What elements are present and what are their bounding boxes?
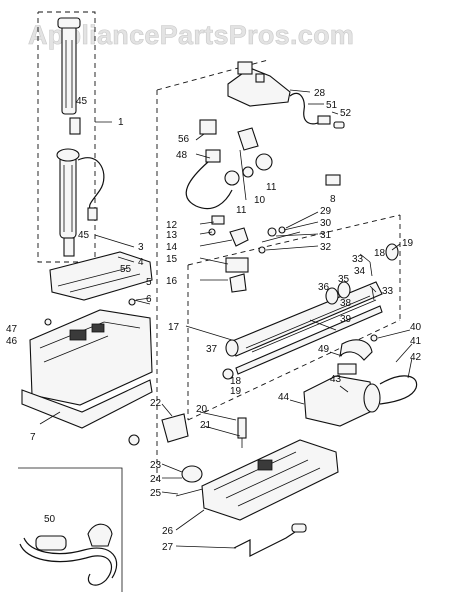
callout-24: 24 xyxy=(150,474,162,485)
leader-lines xyxy=(39,89,413,549)
callout-38: 38 xyxy=(340,298,352,309)
callout-14: 14 xyxy=(166,242,178,253)
callout-29: 29 xyxy=(320,206,332,217)
part-hose xyxy=(19,523,118,586)
callout-49: 49 xyxy=(318,344,330,355)
callout-39: 39 xyxy=(340,314,352,325)
callout-12: 12 xyxy=(166,220,178,231)
callout-19-top: 19 xyxy=(402,238,414,249)
callout-labels: 1 3 4 5 6 7 8 10 11 11 12 13 14 15 16 17… xyxy=(6,88,422,553)
callout-18-top: 18 xyxy=(374,248,386,259)
part-hood-top xyxy=(49,251,153,301)
callout-48: 48 xyxy=(176,150,188,161)
callout-40: 40 xyxy=(410,322,422,333)
callout-50: 50 xyxy=(44,514,56,525)
callout-8: 8 xyxy=(330,194,336,205)
callout-32: 32 xyxy=(320,242,332,253)
callout-3: 3 xyxy=(138,242,144,253)
callout-45-bottom: 45 xyxy=(78,230,90,241)
watermark-text: AppliancePartsPros.com xyxy=(28,20,354,50)
callout-20: 20 xyxy=(196,404,208,415)
part-switch-housing xyxy=(227,61,291,107)
callout-10: 10 xyxy=(254,195,266,206)
part-bail xyxy=(233,523,307,557)
callout-22: 22 xyxy=(150,398,162,409)
callout-13: 13 xyxy=(166,230,178,241)
part-base-pan xyxy=(201,439,339,521)
callout-28: 28 xyxy=(314,88,326,99)
callout-56: 56 xyxy=(178,134,190,145)
part-switch-assembly xyxy=(185,119,273,210)
callout-35: 35 xyxy=(338,274,350,285)
callout-55: 55 xyxy=(120,264,132,275)
callout-51: 51 xyxy=(326,100,338,111)
callout-19-bottom: 19 xyxy=(230,386,242,397)
callout-45-top: 45 xyxy=(76,96,88,107)
part-handle-tube xyxy=(57,17,81,135)
part-wheel xyxy=(175,465,215,497)
callout-17: 17 xyxy=(168,322,180,333)
callout-23: 23 xyxy=(150,460,162,471)
part-brush-roll xyxy=(222,243,399,380)
callout-27: 27 xyxy=(162,542,174,553)
callout-46: 46 xyxy=(6,336,18,347)
part-pedal xyxy=(128,413,247,448)
callout-41: 41 xyxy=(410,336,422,347)
callout-7: 7 xyxy=(30,432,36,443)
callout-1: 1 xyxy=(118,117,124,128)
part-cord-51 xyxy=(289,92,345,129)
callout-52: 52 xyxy=(340,108,352,119)
callout-36: 36 xyxy=(318,282,330,293)
callout-33-bottom: 33 xyxy=(382,286,394,297)
part-lower-handle xyxy=(56,148,105,257)
callout-11-left: 11 xyxy=(236,205,247,216)
callout-34: 34 xyxy=(354,266,366,277)
callout-5: 5 xyxy=(146,277,152,288)
callout-25: 25 xyxy=(150,488,162,499)
callout-42: 42 xyxy=(410,352,422,363)
callout-37: 37 xyxy=(206,344,218,355)
callout-18-bottom: 18 xyxy=(230,376,242,387)
callout-43: 43 xyxy=(330,374,342,385)
callout-47: 47 xyxy=(6,324,18,335)
callout-4: 4 xyxy=(138,257,144,268)
callout-15: 15 xyxy=(166,254,178,265)
callout-16: 16 xyxy=(166,276,178,287)
callout-11-right: 11 xyxy=(266,182,277,193)
callout-30: 30 xyxy=(320,218,332,229)
callout-6: 6 xyxy=(146,294,152,305)
part-base-housing xyxy=(21,298,153,429)
callout-44: 44 xyxy=(278,392,290,403)
part-clip-8 xyxy=(325,174,341,186)
callout-21: 21 xyxy=(200,420,212,431)
callout-31: 31 xyxy=(320,230,332,241)
callout-26: 26 xyxy=(162,526,174,537)
part-motor xyxy=(303,334,418,427)
callout-33-top: 33 xyxy=(352,254,364,265)
